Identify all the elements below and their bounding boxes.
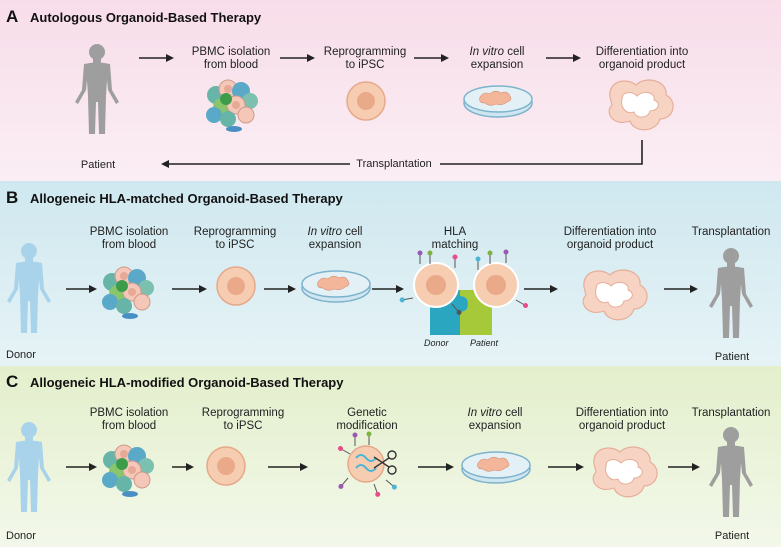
panel-b-culture-dish bbox=[301, 270, 371, 303]
panel-c-step-differentiation: Differentiation into organoid product bbox=[575, 407, 669, 432]
panel-a-pbmc-cells bbox=[205, 79, 259, 133]
panel-c-step-pbmc: PBMC isolation from blood bbox=[89, 407, 169, 432]
panel-b-step-transplantation: Transplantation bbox=[691, 226, 771, 238]
panel-b-patient-label: Patient bbox=[714, 351, 750, 363]
scissors-icon bbox=[373, 450, 397, 475]
panel-b-puzzle-donor-label: Donor bbox=[424, 338, 449, 348]
panel-c-donor-figure bbox=[7, 422, 51, 512]
panel-a-patient-label: Patient bbox=[80, 159, 116, 171]
panel-a-organoid bbox=[608, 79, 674, 131]
panel-c-donor-label: Donor bbox=[6, 530, 36, 542]
panel-b-donor-label: Donor bbox=[6, 349, 36, 361]
panel-a-letter: A bbox=[6, 7, 19, 26]
panel-b-step-expansion: In vitro cell expansion bbox=[307, 226, 363, 251]
panel-a-patient-figure bbox=[75, 44, 119, 134]
panel-c-genetic-modification-cell bbox=[336, 431, 399, 499]
panel-b-step-differentiation: Differentiation into organoid product bbox=[563, 226, 657, 251]
panel-a-title: Autologous Organoid-Based Therapy bbox=[30, 10, 262, 25]
panel-c-ipsc-cell bbox=[206, 446, 246, 486]
panel-b-step-hla-matching: HLA matching bbox=[431, 226, 479, 251]
panel-a-ipsc-cell bbox=[346, 81, 386, 121]
panel-c-patient-figure bbox=[709, 427, 753, 517]
panel-a-transplant-return-arrow bbox=[161, 140, 643, 168]
panel-a-step-expansion: In vitro cell expansion bbox=[469, 46, 525, 71]
panel-c-organoid bbox=[592, 446, 658, 498]
panel-c-pbmc-cells bbox=[101, 444, 155, 498]
panel-b-puzzle-patient-label: Patient bbox=[470, 338, 499, 348]
panel-b-donor-figure bbox=[7, 243, 51, 333]
panel-a-step-differentiation: Differentiation into organoid product bbox=[595, 46, 689, 71]
panel-b-pbmc-cells bbox=[101, 266, 155, 320]
panel-c-step-reprogramming: Reprogramming to iPSC bbox=[201, 407, 285, 432]
panel-c-culture-dish bbox=[461, 451, 531, 484]
panel-a-culture-dish bbox=[463, 85, 533, 118]
panel-c-patient-label: Patient bbox=[714, 530, 750, 542]
panel-b-hla-matching-puzzle bbox=[398, 249, 530, 335]
panel-b-step-reprogramming: Reprogramming to iPSC bbox=[193, 226, 277, 251]
panel-b-letter: B bbox=[6, 188, 19, 207]
panel-a-step-pbmc: PBMC isolation from blood bbox=[191, 46, 271, 71]
panel-b-ipsc-cell bbox=[216, 266, 256, 306]
panel-b-patient-figure bbox=[709, 248, 753, 338]
panel-b-title: Allogeneic HLA-matched Organoid-Based Th… bbox=[30, 191, 343, 206]
panel-c-step-transplantation: Transplantation bbox=[691, 407, 771, 419]
panel-b-step-pbmc: PBMC isolation from blood bbox=[89, 226, 169, 251]
panel-c-step-expansion: In vitro cell expansion bbox=[467, 407, 523, 432]
panel-c-title: Allogeneic HLA-modified Organoid-Based T… bbox=[30, 375, 344, 390]
panel-c-letter: C bbox=[6, 372, 19, 391]
panel-c-step-genetic-modification: Genetic modification bbox=[336, 407, 398, 432]
panel-a-transplantation-label: Transplantation bbox=[356, 158, 432, 170]
panel-a-step-reprogramming: Reprogramming to iPSC bbox=[323, 46, 407, 71]
panel-b-organoid bbox=[582, 269, 648, 321]
